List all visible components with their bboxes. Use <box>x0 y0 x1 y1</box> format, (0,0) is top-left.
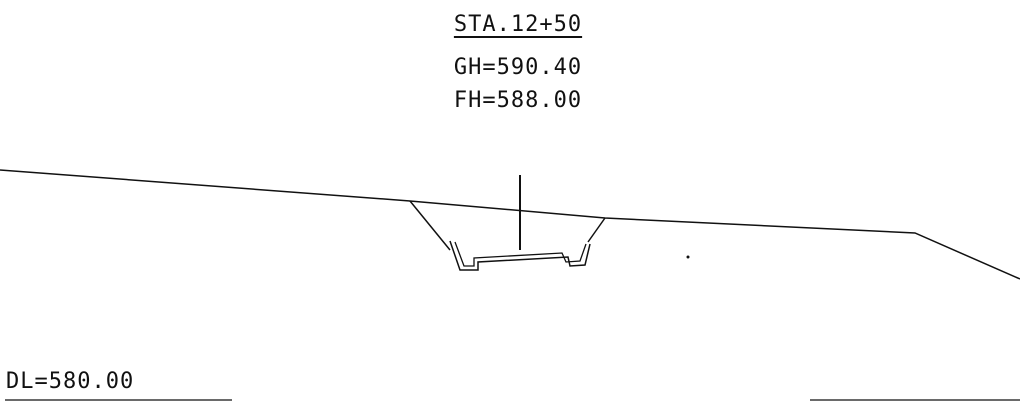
right-cut-slope <box>587 217 606 243</box>
channel-outer-outline <box>449 240 591 271</box>
datum-level-label: DL=580.00 <box>6 369 135 394</box>
station-label: STA.12+50 <box>453 12 583 37</box>
channel-inner-outline <box>454 241 587 267</box>
finish-height-label: FH=588.00 <box>453 88 583 113</box>
left-cut-slope <box>409 200 451 251</box>
ground-line <box>0 169 1020 280</box>
survey-dot <box>686 255 690 259</box>
ground-height-label: GH=590.40 <box>453 55 583 80</box>
